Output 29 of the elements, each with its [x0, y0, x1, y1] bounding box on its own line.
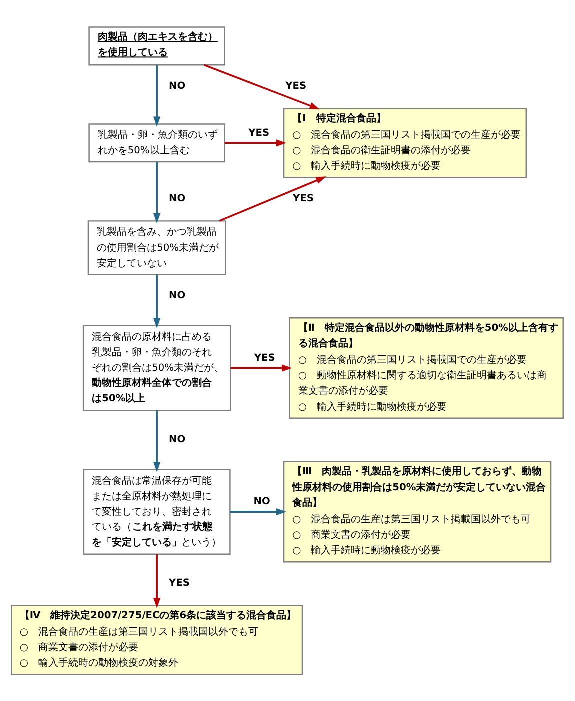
node-box: 【Ⅱ 特定混合食品以外の動物性原材料を50%以上含有する混合食品】 ○ 混合食品の第三国リスト掲載国での生産が必要 ○ 動物性原材料に関する適切な衛生証明書あるいは商業文書の添付が必要 ○ 輸入手続時に動物検疫が必要	[289, 317, 564, 418]
edge-label: YES	[248, 127, 270, 138]
node-box: 混合食品は常温保存が可能または全原材料が熱処理にて変性しており、密封されている（これを満たす状態を「安定している」という）	[83, 468, 231, 554]
node-box: 乳製品・卵・魚介類のいずれかを50%以上含む	[88, 123, 226, 162]
edge-label: NO	[168, 193, 186, 204]
node-box: 【Ⅰ 特定混合食品】 ○ 混合食品の第三国リスト掲載国での生産が必要 ○ 混合食品の衛生証明書の添付が必要 ○ 輸入手続時に動物検疫が必要	[283, 108, 527, 178]
edge-label: YES	[254, 352, 276, 364]
arrow	[230, 364, 292, 372]
edge-label: NO	[168, 80, 186, 92]
edge-label: YES	[286, 80, 307, 92]
arrow	[154, 274, 161, 328]
node-box: 【Ⅳ 維持決定2007/275/ECの第6条に該当する混合食品】 ○ 混合食品の生産は第三国リスト掲載国以外でも可 ○ 商業文書の添付が必要 ○ 輸入手続時の動物検疫の対象外	[11, 604, 304, 675]
node-box: 【Ⅲ 肉製品・乳製品を原材料に使用しておらず、動物性原材料の使用割合は50%未満だが安定していない混合食品】 ○ 混合食品の生産は第三国リスト掲載国以外でも可 ○ 商業文書の添付が必要 ○ 輸入手続時に動物検疫が必要	[283, 460, 552, 562]
arrow	[230, 508, 287, 516]
edge-label: YES	[168, 578, 190, 589]
arrow	[204, 64, 320, 110]
arrow	[219, 176, 326, 222]
arrow	[154, 64, 161, 126]
edge-label: NO	[168, 434, 186, 445]
edge-label: YES	[293, 193, 314, 204]
arrow	[154, 410, 161, 472]
node-box: 肉製品（肉エキスを含む）を使用している	[88, 26, 226, 66]
edge-label: NO	[254, 496, 270, 508]
arrow	[224, 139, 287, 146]
arrow	[154, 162, 161, 224]
node-box: 混合食品の原材料に占める乳製品・卵・魚介類のそれぞれの割合は50%未満だが、動物性原材料全体での割合は50%以上	[82, 324, 232, 411]
edge-label: NO	[168, 290, 186, 301]
node-box: 乳製品を含み、かつ乳製品の使用割合は50%未満だが安定していない	[88, 220, 226, 275]
arrow	[154, 554, 161, 608]
